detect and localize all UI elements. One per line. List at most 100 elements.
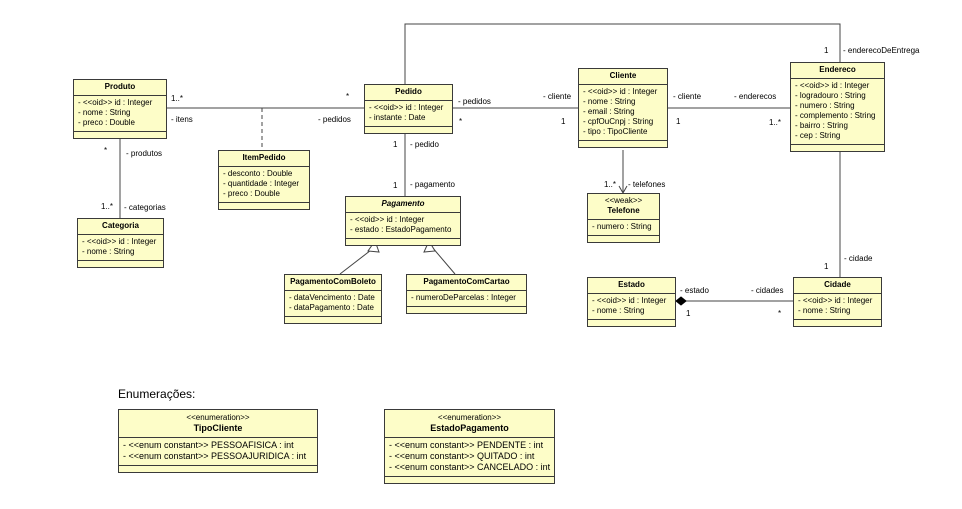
- class-endereco[interactable]: Endereco - <<oid>> id : Integer - lograd…: [790, 62, 885, 152]
- attribute: - nome : String: [592, 306, 645, 315]
- multiplicity-label: 1..*: [604, 180, 617, 189]
- attribute: - logradouro : String: [795, 91, 866, 100]
- class-itempedido[interactable]: ItemPedido - desconto : Double - quantid…: [218, 150, 310, 210]
- class-name: ItemPedido: [242, 153, 286, 162]
- stereotype: <<enumeration>>: [186, 413, 250, 422]
- role-label: - categorias: [124, 203, 166, 212]
- attribute: - <<oid>> id : Integer: [78, 98, 153, 107]
- class-pagamentocomcartao[interactable]: PagamentoComCartao - numeroDeParcelas : …: [406, 274, 527, 314]
- multiplicity-label: 1..*: [101, 202, 114, 211]
- class-name: Cidade: [824, 280, 851, 289]
- enumerations-title: Enumerações:: [118, 387, 196, 401]
- gen-triangle-boleto: [367, 239, 380, 253]
- operations-compartment: [407, 307, 526, 313]
- class-cliente[interactable]: Cliente - <<oid>> id : Integer - nome : …: [578, 68, 668, 148]
- class-pedido[interactable]: Pedido - <<oid>> id : Integer - instante…: [364, 84, 453, 134]
- stereotype: <<weak>>: [604, 196, 643, 205]
- multiplicity-label: 1: [824, 262, 829, 271]
- class-categoria[interactable]: Categoria - <<oid>> id : Integer - nome …: [77, 218, 164, 268]
- operations-compartment: [365, 127, 452, 133]
- attribute: - tipo : TipoCliente: [583, 127, 648, 136]
- class-cidade[interactable]: Cidade - <<oid>> id : Integer - nome : S…: [793, 277, 882, 327]
- stereotype: <<enumeration>>: [437, 413, 502, 422]
- attribute: - preco : Double: [223, 189, 280, 198]
- enum-constant: - <<enum constant>> QUITADO : int: [389, 451, 535, 461]
- attribute: - numero : String: [795, 101, 855, 110]
- attribute: - bairro : String: [795, 121, 848, 130]
- multiplicity-label: 1: [393, 181, 398, 190]
- role-label: - pedidos: [318, 115, 351, 124]
- multiplicity-label: *: [459, 117, 463, 126]
- class-pagamento[interactable]: Pagamento - <<oid>> id : Integer - estad…: [345, 196, 461, 246]
- role-label: - cidades: [751, 286, 784, 295]
- attribute: - complemento : String: [795, 111, 876, 120]
- multiplicity-label: 1: [824, 46, 829, 55]
- multiplicity-label: 1: [393, 140, 398, 149]
- class-estado[interactable]: Estado - <<oid>> id : Integer - nome : S…: [587, 277, 676, 327]
- class-name: PagamentoComBoleto: [290, 277, 376, 286]
- gen-cartao-pagamento: [431, 246, 456, 275]
- class-name: Pagamento: [381, 199, 425, 208]
- role-label: - pagamento: [410, 180, 455, 189]
- class-pagamentocomboleto[interactable]: PagamentoComBoleto - dataVencimento : Da…: [284, 274, 382, 324]
- enum-tipocliente[interactable]: <<enumeration>> TipoCliente - <<enum con…: [118, 409, 318, 473]
- class-name: Pedido: [395, 87, 422, 96]
- multiplicity-label: *: [778, 309, 782, 318]
- attribute: - <<oid>> id : Integer: [583, 87, 658, 96]
- gen-triangle-cartao: [423, 239, 436, 253]
- attribute: - nome : String: [78, 108, 131, 117]
- attribute: - email : String: [583, 107, 635, 116]
- attribute: - quantidade : Integer: [223, 179, 300, 188]
- operations-compartment: [588, 236, 659, 242]
- operations-compartment: [219, 203, 309, 209]
- role-label: - pedido: [410, 140, 439, 149]
- attribute: - <<oid>> id : Integer: [798, 296, 873, 305]
- class-name: Categoria: [102, 221, 139, 230]
- operations-compartment: [78, 261, 163, 267]
- class-produto[interactable]: Produto - <<oid>> id : Integer - nome : …: [73, 79, 167, 139]
- class-name: EstadoPagamento: [430, 423, 509, 433]
- attribute: - numero : String: [592, 222, 652, 231]
- attribute: - instante : Date: [369, 113, 426, 122]
- operations-compartment: [794, 320, 881, 326]
- assoc-pedido-endereco-entrega: [404, 23, 841, 86]
- composition-diamond: [675, 296, 687, 306]
- operations-compartment: [285, 317, 381, 323]
- multiplicity-label: 1: [676, 117, 681, 126]
- class-telefone[interactable]: <<weak>> Telefone - numero : String: [587, 193, 660, 243]
- enum-constant: - <<enum constant>> PESSOAJURIDICA : int: [123, 451, 307, 461]
- attribute: - numeroDeParcelas : Integer: [411, 293, 516, 302]
- enum-constant: - <<enum constant>> CANCELADO : int: [389, 462, 551, 472]
- role-label: - cliente: [673, 92, 702, 101]
- attribute: - dataPagamento : Date: [289, 303, 374, 312]
- operations-compartment: [346, 239, 460, 245]
- attribute: - estado : EstadoPagamento: [350, 225, 452, 234]
- enum-estadopagamento[interactable]: <<enumeration>> EstadoPagamento - <<enum…: [384, 409, 555, 484]
- enum-constant: - <<enum constant>> PENDENTE : int: [389, 440, 544, 450]
- attribute: - nome : String: [82, 247, 135, 256]
- multiplicity-label: 1..*: [171, 94, 184, 103]
- role-label: - itens: [171, 115, 193, 124]
- role-label: - cidade: [844, 254, 873, 263]
- multiplicity-label: *: [104, 146, 108, 155]
- enum-constant: - <<enum constant>> PESSOAFISICA : int: [123, 440, 294, 450]
- class-name: Estado: [618, 280, 645, 289]
- attribute: - <<oid>> id : Integer: [350, 215, 425, 224]
- operations-compartment: [588, 320, 675, 326]
- attribute: - <<oid>> id : Integer: [369, 103, 444, 112]
- attribute: - nome : String: [583, 97, 636, 106]
- class-name: PagamentoComCartao: [423, 277, 510, 286]
- role-label: - telefones: [628, 180, 666, 189]
- operations-compartment: [385, 477, 554, 483]
- class-name: TipoCliente: [193, 423, 243, 433]
- multiplicity-label: *: [346, 92, 350, 101]
- role-label: - produtos: [126, 149, 163, 158]
- attribute: - cpfOuCnpj : String: [583, 117, 654, 126]
- attribute: - cep : String: [795, 131, 841, 140]
- operations-compartment: [791, 145, 884, 151]
- attribute: - desconto : Double: [223, 169, 293, 178]
- attribute: - nome : String: [798, 306, 851, 315]
- role-label: - enderecoDeEntrega: [843, 46, 920, 55]
- class-name: Produto: [104, 82, 136, 91]
